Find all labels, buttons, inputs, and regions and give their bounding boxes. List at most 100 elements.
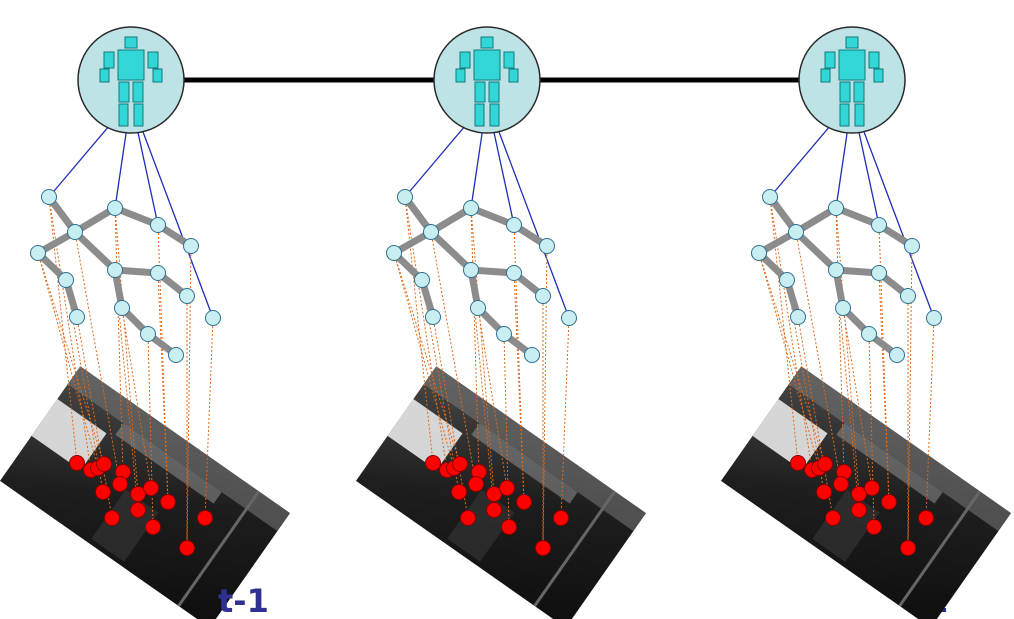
observation-point	[143, 480, 159, 496]
observation-point	[816, 484, 832, 500]
limb-segment	[792, 228, 840, 274]
limb-segment	[71, 228, 119, 274]
image-bright-region	[752, 399, 828, 471]
figure-part	[824, 51, 836, 69]
figure-part	[103, 51, 115, 69]
observation-point	[112, 476, 128, 492]
figure-part	[480, 36, 494, 49]
image-highlight	[67, 366, 291, 532]
joint-node	[790, 309, 806, 325]
hierarchy-edge	[486, 99, 570, 319]
limb-segment	[427, 228, 475, 274]
joint-node	[904, 238, 920, 254]
observation-point	[452, 456, 468, 472]
figure-part	[489, 103, 500, 127]
humanoid-figure-icon	[820, 36, 884, 127]
observation-point	[486, 486, 502, 502]
projection-line	[758, 252, 820, 469]
figure-part	[133, 103, 144, 127]
projection-line	[795, 231, 842, 485]
joint-node	[67, 224, 83, 240]
joint-node	[183, 238, 199, 254]
joint-node	[69, 309, 85, 325]
time-slice-prev: t-1	[0, 26, 291, 619]
hierarchy-edge	[130, 99, 214, 319]
observation-point	[130, 486, 146, 502]
projection-line	[37, 252, 105, 465]
joint-node	[900, 288, 916, 304]
joint-node	[425, 309, 441, 325]
figure-part	[873, 68, 884, 83]
observation-point	[499, 480, 515, 496]
observation-point	[790, 455, 806, 471]
figure-part	[455, 68, 466, 83]
observation-point	[881, 494, 897, 510]
observation-point	[825, 510, 841, 526]
joint-node	[751, 245, 767, 261]
figure-part	[474, 81, 486, 103]
joint-node	[205, 310, 221, 326]
projection-line	[560, 317, 570, 519]
observation-point	[918, 510, 934, 526]
figure-part	[118, 103, 129, 127]
joint-node	[463, 200, 479, 216]
image-edge-line	[177, 490, 261, 607]
figure-part	[488, 81, 500, 103]
projection-line	[204, 317, 214, 519]
projection-line	[393, 252, 455, 469]
joint-node	[871, 217, 887, 233]
joint-node	[524, 347, 540, 363]
observation-point	[866, 519, 882, 535]
figure-part	[99, 68, 110, 83]
figure-part	[473, 49, 501, 81]
image-edge-line	[898, 490, 982, 607]
joint-node	[114, 300, 130, 316]
observation-point	[451, 484, 467, 500]
observation-point	[535, 540, 551, 556]
humanoid-figure-icon	[99, 36, 163, 127]
frame-label: t-1	[218, 582, 269, 619]
joint-node	[179, 288, 195, 304]
observation-point	[197, 510, 213, 526]
observation-point	[130, 502, 146, 518]
joint-node	[386, 245, 402, 261]
projection-line	[430, 231, 477, 485]
joint-node	[414, 272, 430, 288]
joint-node	[506, 217, 522, 233]
image-bright-region	[31, 399, 107, 471]
joint-node	[470, 300, 486, 316]
joint-node	[871, 265, 887, 281]
joint-node	[889, 347, 905, 363]
joint-node	[506, 265, 522, 281]
joint-node	[539, 238, 555, 254]
joint-node	[779, 272, 795, 288]
joint-node	[496, 326, 512, 342]
figure-part	[117, 49, 145, 81]
figure-part	[854, 103, 865, 127]
time-slices: t-1 tt+1	[0, 26, 1012, 619]
image-highlight	[423, 366, 647, 532]
projection-line	[925, 317, 935, 519]
figure-part	[838, 49, 866, 81]
observation-point	[486, 502, 502, 518]
figure-part	[839, 81, 851, 103]
image-stripe	[115, 423, 222, 504]
humanoid-figure-icon	[455, 36, 519, 127]
time-slice-next: t+1	[720, 26, 1012, 619]
observation-point	[160, 494, 176, 510]
figure-part	[124, 36, 138, 49]
projection-line	[470, 207, 480, 473]
projection-line	[37, 252, 99, 469]
joint-node	[168, 347, 184, 363]
observation-point	[864, 480, 880, 496]
time-slice-curr: t	[355, 26, 947, 619]
observation-point	[69, 455, 85, 471]
joint-node	[861, 326, 877, 342]
joint-node	[150, 217, 166, 233]
joint-node	[58, 272, 74, 288]
joint-node	[463, 262, 479, 278]
observation-point	[179, 540, 195, 556]
figure-part	[853, 81, 865, 103]
projection-line	[393, 252, 461, 465]
